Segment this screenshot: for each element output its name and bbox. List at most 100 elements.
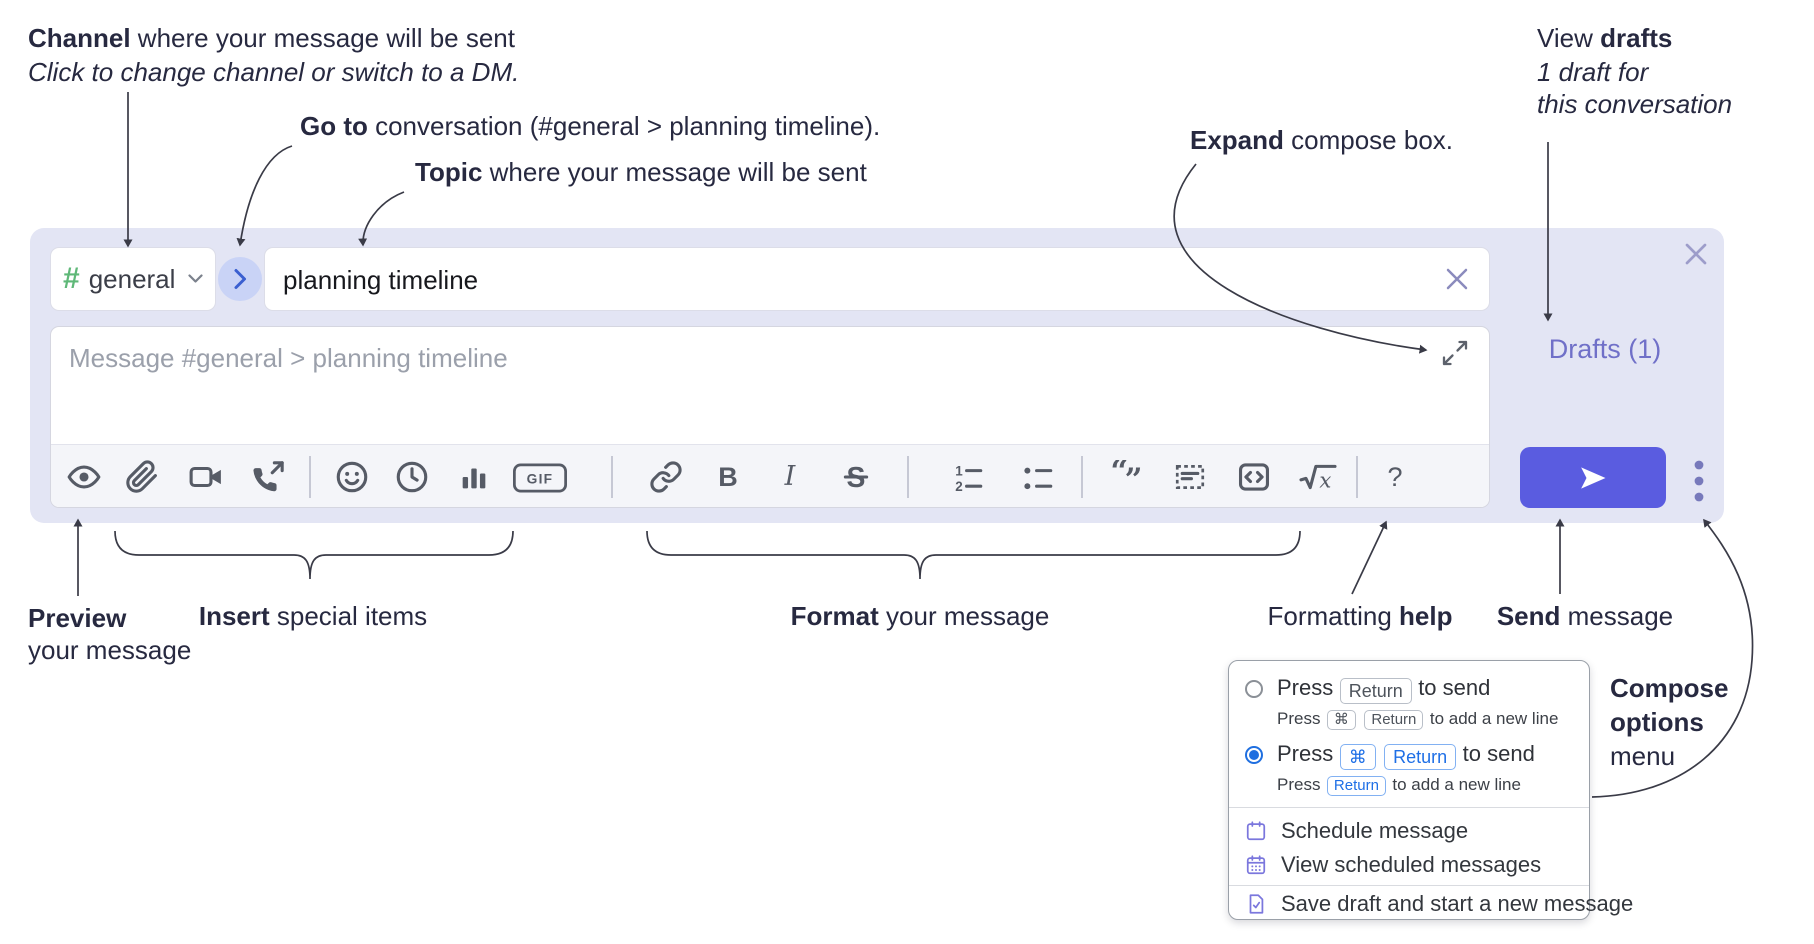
- bold-icon[interactable]: B: [718, 462, 738, 492]
- time-icon[interactable]: [395, 460, 429, 494]
- toolbar-divider: [1081, 456, 1083, 498]
- option-subtext: Press: [1277, 709, 1321, 728]
- close-compose-icon[interactable]: [1680, 238, 1712, 270]
- draft-document-icon: [1249, 894, 1264, 914]
- annotation-insert-bold: Insert: [198, 601, 270, 631]
- calendar-grid-icon: [1246, 855, 1266, 875]
- annotation-format-rest: your message: [878, 601, 1050, 631]
- svg-text:2: 2: [955, 479, 962, 494]
- channel-hash-icon: #: [63, 262, 80, 295]
- menu-item-view-scheduled[interactable]: View scheduled messages: [1245, 849, 1541, 881]
- annotation-send: Send message: [1480, 600, 1690, 632]
- annotation-formatting-help-pre: Formatting: [1267, 601, 1400, 631]
- code-icon[interactable]: [1237, 460, 1271, 494]
- brace-insert-items: [114, 530, 514, 580]
- option-text: Press: [1277, 675, 1334, 700]
- annotation-go-to-rest: conversation (#general > planning timeli…: [367, 111, 881, 141]
- menu-item-schedule-message[interactable]: Schedule message: [1245, 815, 1468, 847]
- message-input-container: [50, 326, 1490, 508]
- annotation-channel-rest: where your message will be sent: [130, 23, 515, 53]
- option-text: to send: [1462, 741, 1535, 766]
- annotation-formatting-help-bold: help: [1399, 601, 1453, 631]
- annotation-channel-bold: Channel: [28, 23, 131, 53]
- kbd-cmd: ⌘: [1339, 743, 1376, 770]
- annotation-send-bold: Send: [1496, 601, 1561, 631]
- numbered-list-icon[interactable]: 1 2: [951, 460, 985, 494]
- menu-item-label: Save draft and start a new message: [1281, 891, 1634, 916]
- annotation-view-drafts-bold: drafts: [1600, 23, 1673, 53]
- svg-text:GIF: GIF: [527, 472, 554, 487]
- annotation-go-to-bold: Go to: [300, 111, 368, 141]
- svg-text:“: “: [1110, 460, 1128, 489]
- menu-option-cmd-return-subtext: Press Return to add a new line: [1277, 775, 1637, 796]
- annotation-insert-rest: special items: [269, 601, 428, 631]
- drafts-link[interactable]: Drafts (1): [1548, 334, 1662, 364]
- svg-text:x: x: [1319, 469, 1331, 494]
- annotation-send-rest: message: [1560, 601, 1674, 631]
- quote-icon[interactable]: “ ”: [1109, 460, 1143, 494]
- annotation-compose-options-line1: Compose: [1610, 673, 1729, 703]
- annotation-expand-bold: Expand: [1190, 125, 1284, 155]
- option-text: to send: [1418, 675, 1491, 700]
- poll-icon[interactable]: [457, 460, 491, 494]
- link-icon[interactable]: [649, 460, 683, 494]
- annotation-topic-rest: where your message will be sent: [482, 157, 867, 187]
- send-button[interactable]: [1520, 447, 1666, 508]
- topic-input-container: [264, 247, 1490, 312]
- annotation-view-drafts-line2: 1 draft for: [1537, 57, 1649, 87]
- channel-selector[interactable]: # general: [50, 247, 216, 311]
- kbd-cmd: ⌘: [1326, 709, 1356, 730]
- strikethrough-icon[interactable]: S: [839, 460, 873, 494]
- gif-icon[interactable]: GIF: [512, 463, 568, 493]
- video-call-icon[interactable]: [189, 460, 223, 494]
- svg-text:1: 1: [955, 464, 963, 479]
- annotation-go-to: Go to conversation (#general > planning …: [300, 110, 880, 142]
- spoiler-icon[interactable]: [1173, 460, 1207, 494]
- kbd-return: Return: [1384, 743, 1457, 770]
- option-subtext: to add a new line: [1392, 775, 1521, 794]
- compose-options-button[interactable]: [1690, 455, 1708, 507]
- toolbar-divider: [907, 456, 909, 498]
- chevron-right-icon: [234, 269, 246, 289]
- svg-text:”: ”: [1125, 462, 1143, 494]
- kbd-return: Return: [1326, 775, 1386, 796]
- menu-divider: [1229, 885, 1589, 886]
- annotation-format: Format your message: [770, 600, 1070, 632]
- radio-selected[interactable]: [1245, 746, 1263, 764]
- math-icon[interactable]: x: [1298, 460, 1338, 494]
- menu-item-label: View scheduled messages: [1281, 852, 1542, 877]
- menu-option-return-to-send-subtext: Press ⌘ Return to add a new line: [1277, 709, 1637, 730]
- go-to-conversation-button[interactable]: [218, 257, 262, 301]
- expand-compose-icon[interactable]: [1440, 338, 1470, 368]
- toolbar-divider: [1356, 456, 1358, 498]
- bulleted-list-icon[interactable]: [1021, 460, 1055, 494]
- help-icon[interactable]: ?: [1387, 462, 1403, 492]
- annotation-topic: Topic where your message will be sent: [415, 156, 867, 188]
- annotation-formatting-help: Formatting help: [1255, 600, 1465, 632]
- toolbar-divider: [611, 456, 613, 498]
- audio-call-icon[interactable]: [251, 460, 285, 494]
- annotation-expand-rest: compose box.: [1283, 125, 1454, 155]
- toolbar-divider: [309, 456, 311, 498]
- radio-unselected[interactable]: [1245, 680, 1263, 698]
- annotation-expand: Expand compose box.: [1190, 124, 1453, 156]
- channel-name: general: [88, 263, 176, 294]
- send-icon: [1581, 466, 1606, 489]
- annotation-topic-bold: Topic: [415, 157, 483, 187]
- arrow-formatting-help: [1351, 520, 1388, 595]
- annotation-format-bold: Format: [790, 601, 879, 631]
- chevron-down-icon: [188, 274, 203, 283]
- option-subtext: to add a new line: [1429, 709, 1559, 728]
- menu-option-cmd-return-to-send[interactable]: Press ⌘ Return to send: [1245, 741, 1605, 770]
- clear-topic-icon[interactable]: [1443, 265, 1471, 293]
- italic-icon[interactable]: I: [784, 461, 796, 492]
- kbd-return: Return: [1339, 677, 1412, 704]
- topic-input[interactable]: [281, 248, 1445, 312]
- menu-option-return-to-send[interactable]: Press Return to send: [1245, 675, 1605, 704]
- attach-icon[interactable]: [125, 460, 159, 494]
- menu-item-save-draft[interactable]: Save draft and start a new message: [1245, 891, 1633, 917]
- emoji-icon[interactable]: [335, 460, 369, 494]
- preview-icon[interactable]: [67, 460, 101, 494]
- message-input[interactable]: [67, 339, 1371, 377]
- annotation-preview-line2: your message: [28, 635, 192, 665]
